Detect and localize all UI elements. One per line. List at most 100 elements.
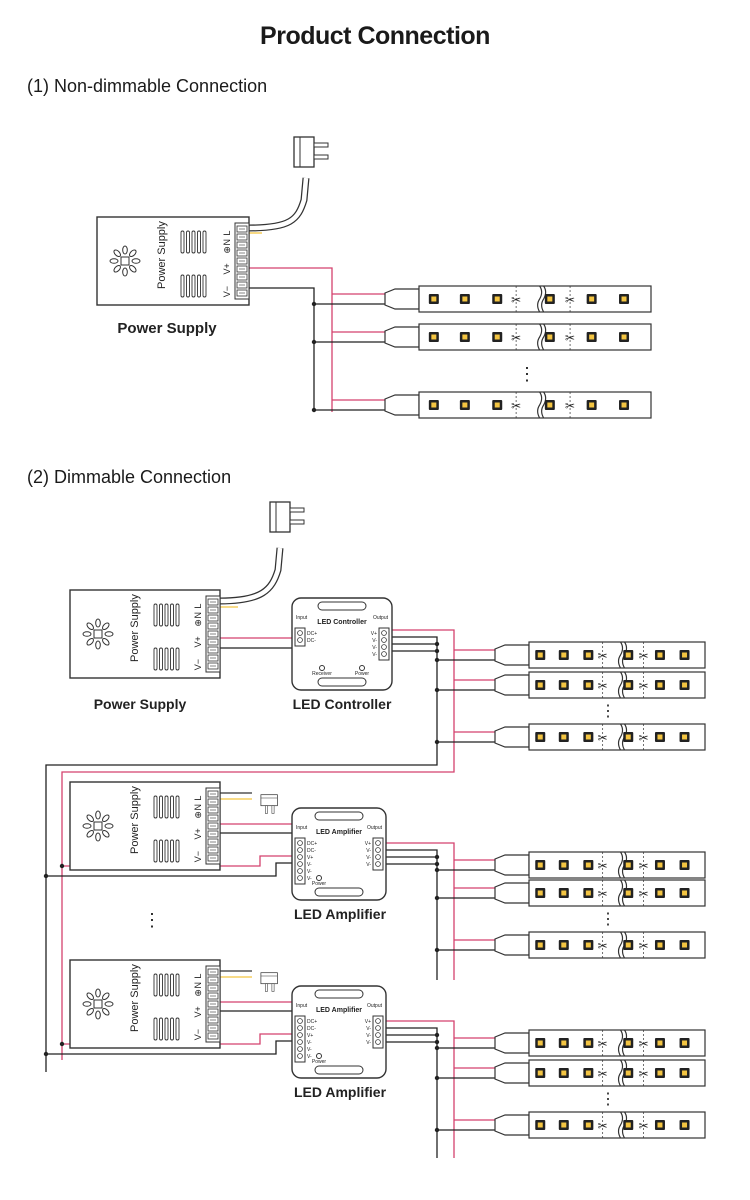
scissors-icon: ✂ — [639, 1119, 649, 1133]
led-die — [561, 862, 567, 868]
input-pin-label: V- — [307, 876, 312, 882]
fan-blade — [86, 1008, 94, 1016]
led-die — [431, 402, 437, 408]
vent-slot — [159, 647, 163, 671]
plug-pin — [289, 519, 305, 525]
vent-slot — [164, 603, 169, 627]
led-die — [585, 1040, 591, 1046]
fan-blade — [113, 265, 121, 273]
output-screw — [375, 861, 381, 867]
scissors-icon: ✂ — [639, 887, 649, 901]
led-die — [585, 682, 591, 688]
vent-slot — [170, 1017, 174, 1041]
amp-bus-negative — [378, 1027, 438, 1158]
power-supply-vertical-label: Power Supply — [129, 964, 141, 1032]
bus-positive — [249, 267, 333, 412]
fan-hub-icon — [93, 821, 103, 831]
led-die — [547, 296, 553, 302]
mains-plug-icon — [293, 136, 329, 168]
terminal-label: V+ — [222, 263, 232, 274]
led-die — [621, 402, 627, 408]
junction-dot — [311, 301, 317, 307]
led-strip-a-2: ✂✂ — [494, 931, 706, 959]
scissors-icon: ✂ — [639, 649, 649, 663]
led-die — [657, 652, 663, 658]
fan-blade — [129, 249, 137, 257]
led-die — [585, 1122, 591, 1128]
junction-dot — [434, 867, 440, 873]
plug-pin — [265, 805, 268, 814]
input-screw — [297, 1025, 303, 1031]
device-output-label: Output — [373, 615, 389, 621]
input-pin-label: DC+ — [307, 1019, 317, 1025]
vent-slot — [186, 274, 190, 298]
amp-bus-negative — [378, 849, 438, 980]
junction-dot — [434, 1032, 440, 1038]
fan-blade — [104, 1001, 114, 1007]
led-strip-b-1: ✂✂ — [494, 1059, 706, 1087]
power-indicator-icon — [359, 665, 365, 671]
led-die — [431, 334, 437, 340]
led-die — [625, 890, 631, 896]
power-label: Power — [312, 1059, 327, 1065]
led-strip-s1-2: ✂✂ — [384, 391, 652, 419]
led-die — [537, 682, 543, 688]
fan-blade — [109, 258, 119, 264]
fan-blade — [95, 832, 101, 842]
strip-break-mark — [617, 851, 624, 879]
strip-body — [528, 1111, 706, 1139]
strip-connector — [494, 1114, 530, 1136]
output-pin-label: V+ — [365, 1019, 371, 1025]
scissors-icon: ✂ — [511, 293, 521, 307]
plug-body — [293, 136, 315, 168]
terminal-label: V+ — [193, 636, 203, 647]
led-strips-layer: ✂✂✂✂✂✂✂✂✂✂✂✂✂✂✂✂✂✂✂✂✂✂✂✂ — [384, 285, 706, 1139]
strip-connector — [494, 1032, 530, 1054]
led-die — [625, 734, 631, 740]
led-controller-label: LED Controller — [293, 696, 392, 712]
terminal-label: V− — [222, 286, 232, 297]
vent-slot — [170, 839, 174, 863]
scissors-icon: ✂ — [598, 679, 608, 693]
strip-connector — [494, 674, 530, 696]
fan-blade — [102, 1008, 110, 1016]
scissors-icon: ✂ — [598, 731, 608, 745]
power-supply-vertical-label: Power Supply — [129, 786, 141, 854]
scissors-icon: ✂ — [598, 887, 608, 901]
strip-break-mark — [537, 323, 543, 351]
fan-blade — [86, 814, 94, 822]
strip-connector — [494, 1062, 530, 1084]
power-label: Power — [312, 881, 327, 887]
strip-break-mark — [617, 1029, 624, 1057]
output-pin-label: V- — [366, 848, 371, 854]
input-pin-label: DC+ — [307, 631, 317, 637]
input-pin-label: V- — [307, 869, 312, 875]
terminal-label: ⊕ — [193, 811, 203, 819]
led-die — [621, 334, 627, 340]
output-terminal — [372, 837, 384, 871]
device-body — [291, 597, 393, 691]
led-die — [625, 862, 631, 868]
fan-blade — [129, 265, 137, 273]
input-pin-label: V+ — [307, 1033, 313, 1039]
led-die — [537, 652, 543, 658]
led-amplifier-label: LED Amplifier — [294, 906, 387, 922]
power-supply-label: Power Supply — [117, 320, 217, 337]
output-pin-label: V- — [366, 1026, 371, 1032]
led-die — [682, 682, 688, 688]
device-input-label: Input — [296, 825, 308, 831]
input-screw — [297, 1046, 303, 1052]
input-pin-label: V- — [307, 1047, 312, 1053]
fan-blade — [82, 631, 92, 637]
amp-bus-positive — [378, 1020, 455, 1158]
led-die — [585, 734, 591, 740]
led-strip-ctl-1: ✂✂ — [494, 671, 706, 699]
input-screw — [297, 840, 303, 846]
terminal-label: L — [193, 974, 203, 979]
page-title: Product Connection — [260, 22, 490, 50]
led-die — [537, 862, 543, 868]
led-die — [682, 734, 688, 740]
fan-blade — [95, 640, 101, 650]
